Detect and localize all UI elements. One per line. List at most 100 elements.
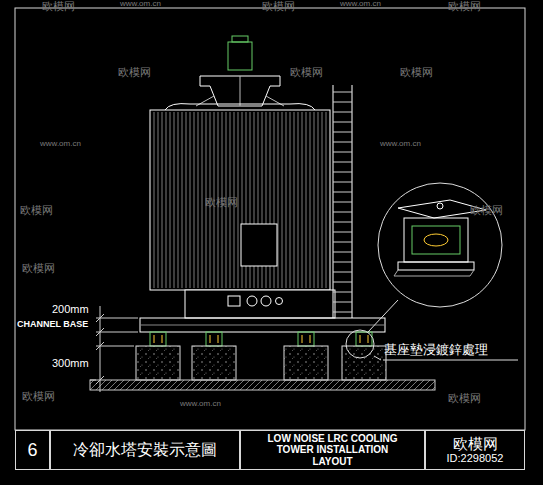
tower-casing [150, 110, 330, 290]
ladder-rung [333, 292, 352, 293]
isolators-and-pedestals [136, 332, 386, 380]
watermark: 欧模网 [400, 66, 433, 78]
ladder-rung [333, 192, 352, 193]
ladder-rung [333, 232, 352, 233]
louver-line [290, 112, 291, 288]
louver-line [186, 112, 187, 288]
louver-line [154, 112, 155, 288]
sheet-border [15, 8, 525, 430]
ladder-rung [333, 112, 352, 113]
pipe-drain [276, 298, 283, 305]
ladder-rung [333, 92, 352, 93]
watermark: 欧模网 [470, 204, 503, 216]
fan-supports [196, 76, 284, 106]
louver-line [194, 112, 195, 288]
watermark: 欧模网 [20, 204, 53, 216]
pipe-inlet [247, 296, 257, 306]
ladder-rung [333, 272, 352, 273]
title-text: ID:2298052 [447, 452, 504, 465]
ladder-rungs [333, 92, 352, 312]
ladder-rung [333, 172, 352, 173]
louver-line [178, 112, 179, 288]
note-underline [383, 360, 518, 361]
detail-isolator-housing [404, 218, 468, 262]
louver-line [322, 112, 323, 288]
ladder-rung [333, 152, 352, 153]
note-leader [374, 356, 381, 360]
watermark: www.om.cn [340, 0, 381, 9]
watermark: www.om.cn [180, 400, 221, 409]
louver-line [302, 112, 303, 288]
dimension-label: 200mm [52, 303, 89, 315]
concrete-pedestal [342, 346, 386, 380]
title-block-cell: 6 [15, 430, 50, 470]
louver-line [294, 112, 295, 288]
louver-line [174, 112, 175, 288]
watermark: www.om.cn [380, 140, 421, 149]
basin-panel [228, 296, 240, 306]
louver-line [162, 112, 163, 288]
ladder-rung [333, 212, 352, 213]
louver-line [278, 112, 279, 288]
isolator-bolts [302, 335, 310, 343]
louver-line [314, 112, 315, 288]
ladder-rung [333, 302, 352, 303]
louver-line [298, 112, 299, 288]
concrete-pedestal [284, 346, 328, 380]
louver-line [202, 112, 203, 288]
isolator-bolts [210, 335, 218, 343]
fan-motor [228, 42, 252, 70]
title-block-cell: 冷卻水塔安裝示意圖 [50, 430, 240, 470]
dimension-label: 300mm [52, 357, 89, 369]
dimension-label: CHANNEL BASE [17, 320, 88, 330]
louver-line [310, 112, 311, 288]
watermark: 欧模网 [262, 0, 295, 12]
ground-slab [90, 380, 435, 390]
ladder-rung [333, 162, 352, 163]
title-block-cell: 欧模网ID:2298052 [425, 430, 525, 470]
tower-hood [165, 104, 315, 110]
leg [284, 332, 328, 380]
louver-line [306, 112, 307, 288]
watermark: 欧模网 [448, 0, 481, 12]
title-block-cell: LOW NOISE LRC COOLING TOWER INSTALLATION… [240, 430, 425, 470]
motor-cap [232, 36, 248, 42]
detail-leader [368, 300, 398, 332]
water-basin [185, 290, 335, 318]
detail-spring-box [412, 226, 460, 254]
louver-line [326, 112, 327, 288]
title-text: 欧模网 [453, 435, 498, 452]
louver-line [190, 112, 191, 288]
louver-line [318, 112, 319, 288]
louver-line [182, 112, 183, 288]
ladder-rung [333, 122, 352, 123]
channel-base-flange [140, 325, 385, 326]
ladder-rails [333, 85, 352, 318]
title-text: LOW NOISE LRC COOLING TOWER INSTALLATION… [260, 433, 405, 468]
watermark: 欧模网 [22, 262, 55, 274]
louver-lines [154, 112, 326, 288]
pipe-outlet [261, 296, 271, 306]
leg [136, 332, 180, 380]
isolator-bolts [154, 335, 162, 343]
ladder-rung [333, 252, 352, 253]
watermark: 欧模网 [290, 66, 323, 78]
ladder-rung [333, 182, 352, 183]
watermark: 欧模网 [205, 196, 238, 208]
concrete-pedestal [192, 346, 236, 380]
detail-bolt [437, 203, 443, 209]
vibration-isolator [298, 332, 314, 346]
title-text: 6 [27, 440, 37, 461]
watermark: www.om.cn [40, 140, 81, 149]
dimension-line [96, 306, 104, 392]
louver-line [282, 112, 283, 288]
vibration-isolator [150, 332, 166, 346]
detail-callout-circle [378, 183, 502, 307]
channel-base [140, 318, 385, 332]
ladder-rung [333, 222, 352, 223]
access-door [241, 224, 277, 266]
louver-line [158, 112, 159, 288]
vibration-isolator [206, 332, 222, 346]
